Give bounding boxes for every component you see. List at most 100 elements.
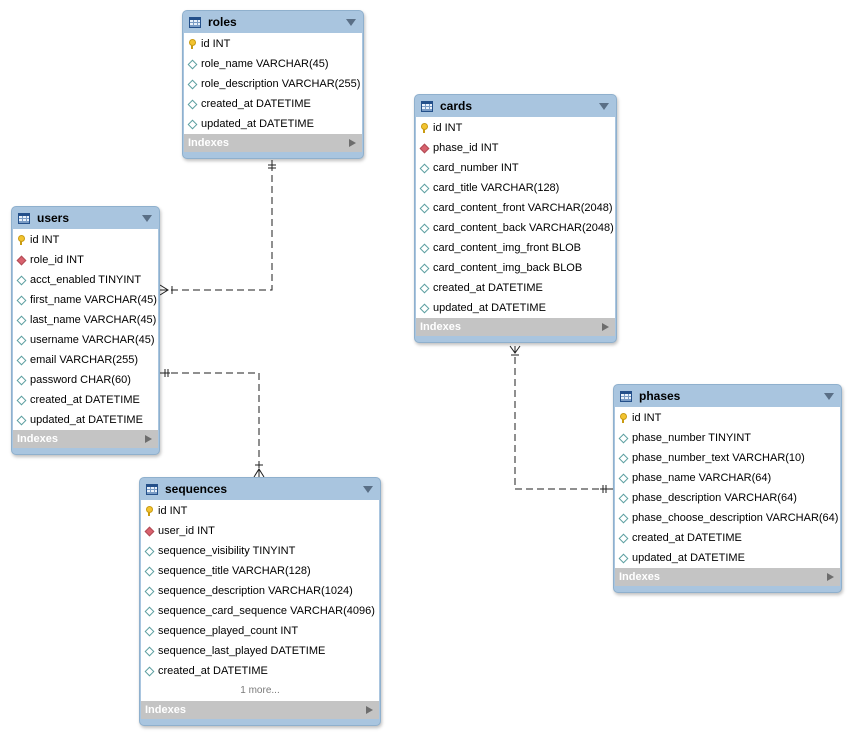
column-row[interactable]: last_name VARCHAR(45)	[13, 310, 158, 330]
column-row[interactable]: role_description VARCHAR(255)	[184, 74, 362, 94]
expand-arrow-icon[interactable]	[349, 139, 356, 147]
diamond-shape	[187, 119, 197, 129]
column-row[interactable]: created_at DATETIME	[13, 390, 158, 410]
table-header[interactable]: cards	[416, 95, 615, 117]
column-row[interactable]: id INT	[416, 118, 615, 138]
table-header[interactable]: roles	[184, 11, 362, 33]
expand-arrow-icon[interactable]	[827, 573, 834, 581]
column-label: role_name VARCHAR(45)	[201, 58, 329, 70]
column-label: username VARCHAR(45)	[30, 334, 155, 346]
chevron-down-icon[interactable]	[824, 393, 834, 400]
column-label: sequence_description VARCHAR(1024)	[158, 585, 353, 597]
column-row[interactable]: sequence_card_sequence VARCHAR(4096)	[141, 601, 379, 621]
table-header[interactable]: phases	[615, 385, 840, 407]
column-label: phase_name VARCHAR(64)	[632, 472, 772, 484]
chevron-down-icon[interactable]	[346, 19, 356, 26]
column-row[interactable]: id INT	[141, 501, 379, 521]
indexes-bar[interactable]: Indexes	[141, 701, 379, 719]
column-row[interactable]: email VARCHAR(255)	[13, 350, 158, 370]
chevron-down-icon[interactable]	[363, 486, 373, 493]
column-row[interactable]: created_at DATETIME	[416, 278, 615, 298]
column-row[interactable]: first_name VARCHAR(45)	[13, 290, 158, 310]
table-title: roles	[208, 15, 237, 29]
expand-arrow-icon[interactable]	[602, 323, 609, 331]
column-label: id INT	[632, 412, 662, 424]
column-label: card_content_back VARCHAR(2048)	[433, 222, 614, 234]
chevron-down-icon[interactable]	[142, 215, 152, 222]
table-icon	[620, 390, 632, 402]
column-row[interactable]: role_name VARCHAR(45)	[184, 54, 362, 74]
indexes-bar[interactable]: Indexes	[416, 318, 615, 336]
column-row[interactable]: card_content_back VARCHAR(2048)	[416, 218, 615, 238]
column-row[interactable]: username VARCHAR(45)	[13, 330, 158, 350]
column-list: id INT phase_number TINYINT phase_number_t…	[615, 407, 840, 568]
indexes-bar[interactable]: Indexes	[13, 430, 158, 448]
column-row[interactable]: created_at DATETIME	[141, 661, 379, 681]
indexes-label: Indexes	[420, 321, 461, 333]
column-row[interactable]: id INT	[615, 408, 840, 428]
indexes-bar[interactable]: Indexes	[184, 134, 362, 152]
column-row[interactable]: phase_id INT	[416, 138, 615, 158]
diamond-shape	[144, 666, 154, 676]
column-row[interactable]: card_content_img_front BLOB	[416, 238, 615, 258]
column-row[interactable]: role_id INT	[13, 250, 158, 270]
indexes-bar[interactable]: Indexes	[615, 568, 840, 586]
diamond-shape	[618, 433, 628, 443]
column-row[interactable]: sequence_last_played DATETIME	[141, 641, 379, 661]
column-row[interactable]: sequence_description VARCHAR(1024)	[141, 581, 379, 601]
expand-arrow-icon[interactable]	[145, 435, 152, 443]
column-row[interactable]: card_title VARCHAR(128)	[416, 178, 615, 198]
relationship-users-roles	[160, 160, 273, 291]
column-icon	[144, 586, 154, 596]
table-roles[interactable]: roles id INT role_name VARCHAR(45) role_de…	[182, 10, 364, 159]
column-icon	[618, 473, 628, 483]
diamond-shape	[419, 143, 429, 153]
column-row[interactable]: updated_at DATETIME	[13, 410, 158, 430]
column-icon	[16, 315, 26, 325]
diamond-shape	[187, 79, 197, 89]
column-row[interactable]: user_id INT	[141, 521, 379, 541]
column-row[interactable]: updated_at DATETIME	[416, 298, 615, 318]
chevron-down-icon[interactable]	[599, 103, 609, 110]
column-row[interactable]: password CHAR(60)	[13, 370, 158, 390]
column-icon	[187, 119, 197, 129]
column-row[interactable]: phase_choose_description VARCHAR(64)	[615, 508, 840, 528]
diamond-shape	[419, 203, 429, 213]
column-row[interactable]: created_at DATETIME	[184, 94, 362, 114]
column-label: phase_number_text VARCHAR(10)	[632, 452, 805, 464]
table-header[interactable]: sequences	[141, 478, 379, 500]
column-row[interactable]: id INT	[13, 230, 158, 250]
primary-key-icon	[16, 235, 26, 245]
column-row[interactable]: card_content_img_back BLOB	[416, 258, 615, 278]
column-row[interactable]: updated_at DATETIME	[184, 114, 362, 134]
column-row[interactable]: id INT	[184, 34, 362, 54]
column-label: updated_at DATETIME	[632, 552, 745, 564]
column-row[interactable]: phase_number TINYINT	[615, 428, 840, 448]
table-header[interactable]: users	[13, 207, 158, 229]
column-row[interactable]: card_content_front VARCHAR(2048)	[416, 198, 615, 218]
table-phases[interactable]: phases id INT phase_number TINYINT phase_n…	[613, 384, 842, 593]
one-mark-roles	[268, 160, 276, 170]
column-row[interactable]: phase_name VARCHAR(64)	[615, 468, 840, 488]
column-label: first_name VARCHAR(45)	[30, 294, 157, 306]
more-columns-link[interactable]: 1 more...	[240, 685, 280, 696]
column-row[interactable]: updated_at DATETIME	[615, 548, 840, 568]
column-label: updated_at DATETIME	[201, 118, 314, 130]
many-mark-users	[159, 284, 173, 296]
column-row[interactable]: sequence_visibility TINYINT	[141, 541, 379, 561]
column-label: last_name VARCHAR(45)	[30, 314, 157, 326]
column-row[interactable]: card_number INT	[416, 158, 615, 178]
expand-arrow-icon[interactable]	[366, 706, 373, 714]
column-row[interactable]: phase_description VARCHAR(64)	[615, 488, 840, 508]
column-row[interactable]: created_at DATETIME	[615, 528, 840, 548]
column-row[interactable]: acct_enabled TINYINT	[13, 270, 158, 290]
column-row[interactable]: sequence_title VARCHAR(128)	[141, 561, 379, 581]
column-row[interactable]: sequence_played_count INT	[141, 621, 379, 641]
column-row[interactable]: phase_number_text VARCHAR(10)	[615, 448, 840, 468]
column-label: id INT	[158, 505, 188, 517]
